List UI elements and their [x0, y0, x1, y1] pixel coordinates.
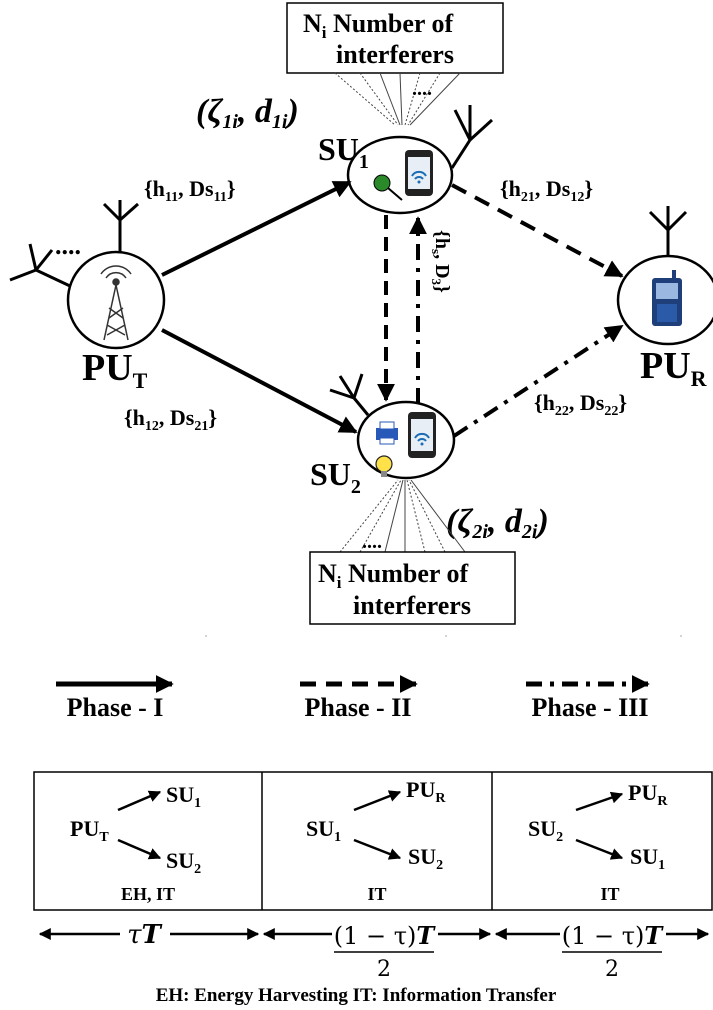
duration-second-num: (1 − τ)T: [334, 921, 437, 950]
phase-1-cell: PUT SU1 SU2 EH, IT: [70, 782, 201, 904]
put-label: PUT: [82, 347, 148, 393]
link-put-su2: [161, 328, 358, 434]
svg-text:SU2: SU2: [528, 816, 563, 845]
svg-text:EH, IT: EH, IT: [121, 884, 175, 904]
lightbulb-icon: [375, 455, 393, 477]
svg-text:PUR: PUR: [628, 780, 668, 809]
cell-tower-icon: [100, 265, 132, 341]
duration-third-num: (1 − τ)T: [562, 921, 665, 950]
put-node: [9, 200, 166, 350]
duration-row: τT (1 − τ)T 2 (1 − τ)T 2: [38, 920, 710, 982]
su2-label: SU2: [310, 456, 361, 498]
link-su1-pur: [451, 183, 624, 278]
legend-phase-1: Phase - I: [67, 693, 164, 722]
footer-abbreviations: EH: Energy Harvesting IT: Information Tr…: [156, 985, 557, 1006]
svg-text:Ni Number of: Ni Number of: [303, 9, 453, 42]
duration-second-den: 2: [377, 957, 391, 982]
legend-phase-3: Phase - III: [531, 693, 648, 722]
duration-tau-t: τT: [127, 920, 162, 950]
zeta-d-1i: (ζ1i, d1i): [196, 93, 299, 133]
pur-node: [616, 206, 713, 346]
smartphone-icon: [405, 150, 433, 196]
svg-text:SU2: SU2: [408, 844, 443, 873]
interferers-ellipsis-top: ....: [412, 78, 432, 100]
label-h11: {h11, Ds11}: [144, 176, 236, 205]
interferers-box-top: Ni Number of interferers: [286, 2, 504, 74]
label-h22: {h22, Ds22}: [534, 390, 627, 419]
svg-text:interferers: interferers: [353, 591, 471, 620]
pur-label: PUR: [640, 345, 708, 391]
duration-third-den: 2: [605, 957, 619, 982]
svg-text:SU1: SU1: [166, 782, 201, 811]
smartphone-icon-su2: [408, 412, 436, 458]
sensor-icon: [373, 174, 391, 192]
svg-text:PUR: PUR: [406, 777, 446, 806]
interference-lines-bottom: [339, 479, 466, 553]
legend-phase-2: Phase - II: [305, 693, 412, 722]
svg-text:IT: IT: [600, 884, 619, 904]
interference-lines-top: [334, 72, 461, 126]
link-put-su1: [161, 180, 352, 277]
su1-node: [346, 105, 494, 215]
phase-2-cell: SU1 PUR SU2 IT: [306, 777, 446, 904]
link-su2-pur: [452, 324, 624, 438]
su2-node: [329, 373, 456, 480]
svg-text:SU1: SU1: [306, 816, 341, 845]
interferers-n: N: [303, 9, 322, 38]
label-hs: {hs, D3}: [429, 230, 453, 293]
put-antenna-ellipsis: ....: [55, 231, 81, 260]
interferers-label: interferers: [336, 40, 454, 69]
su1-label: SU1: [318, 131, 369, 173]
phase-3-cell: SU2 PUR SU1 IT: [528, 780, 668, 904]
zeta-d-2i: (ζ2i, d2i): [446, 503, 549, 543]
timeslot-table: PUT SU1 SU2 EH, IT SU1 PUR SU2 IT SU2 PU…: [33, 771, 713, 911]
svg-text:Ni Number of: Ni Number of: [318, 559, 468, 592]
interferers-box-bottom: Ni Number of interferers: [309, 551, 516, 625]
phase-legend: Phase - I Phase - II Phase - III: [56, 675, 650, 722]
interferers-ellipsis-bottom: ....: [362, 531, 382, 553]
svg-text:SU1: SU1: [630, 844, 665, 873]
svg-text:IT: IT: [367, 884, 386, 904]
label-h12: {h12, Ds21}: [124, 405, 217, 434]
label-h21: {h21, Ds12}: [500, 176, 593, 205]
mobile-receiver-icon: [652, 270, 682, 326]
svg-text:PUT: PUT: [70, 816, 109, 845]
printer-icon: [376, 421, 398, 445]
svg-text:SU2: SU2: [166, 848, 201, 877]
